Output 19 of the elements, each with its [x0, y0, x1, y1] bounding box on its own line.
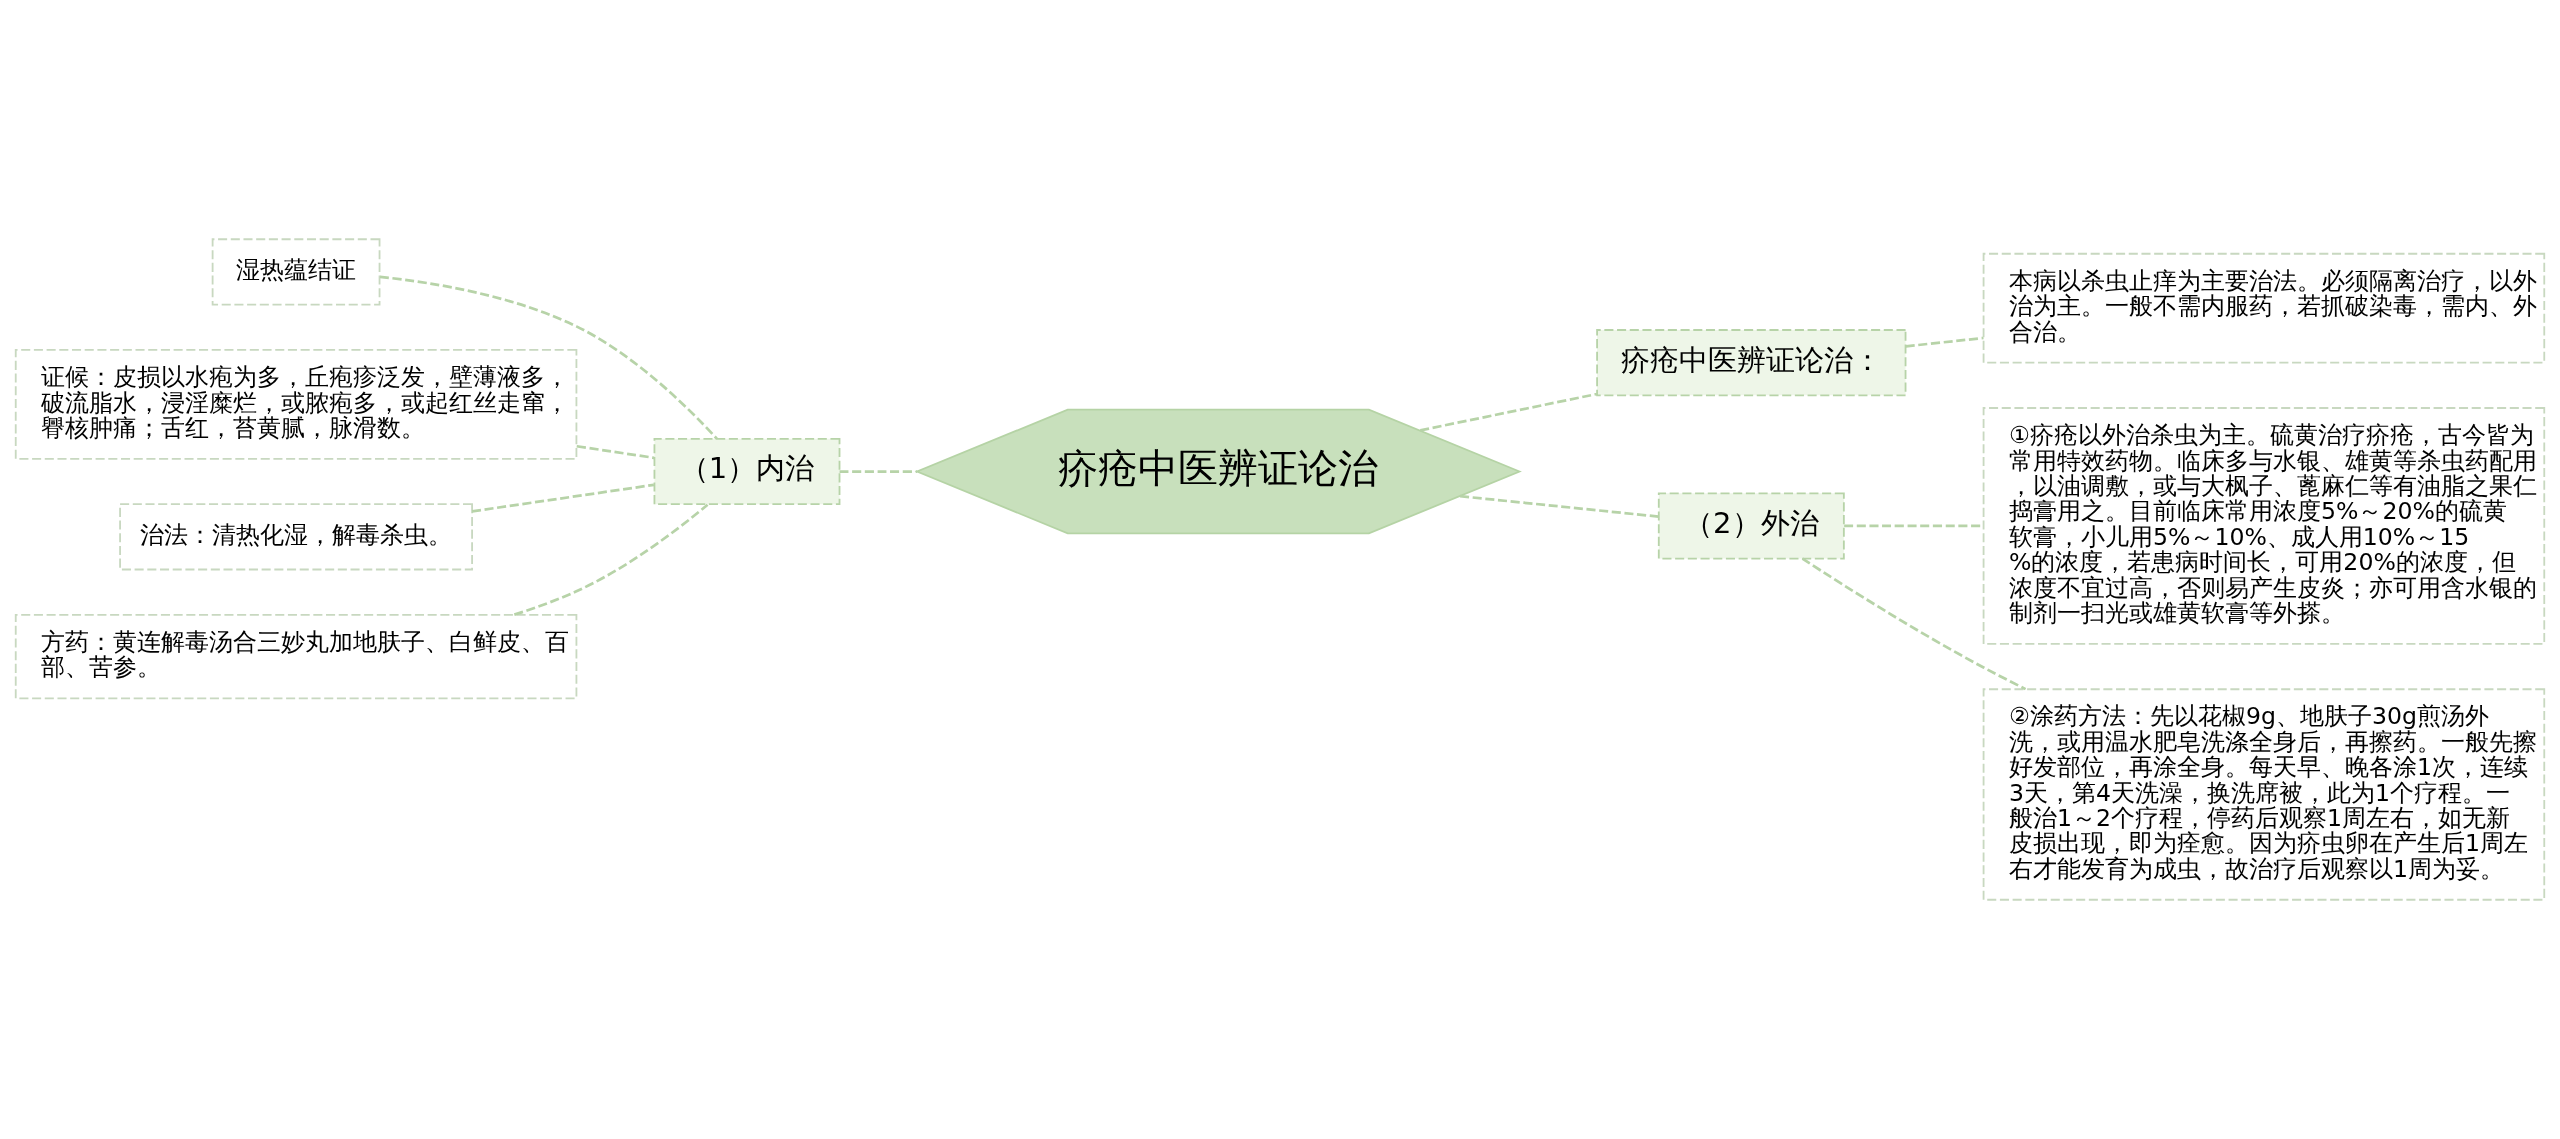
node-box: 证候：皮损以水疱为多，丘疱疹泛发，壁薄液多，破流脂水，浸淫糜烂，或脓疱多，或起红丝走窜，臖核肿痛；舌红，苔黄腻，脉滑数。 — [14, 349, 578, 460]
node-box: 湿热蕴结证 — [211, 238, 381, 306]
connector — [1905, 336, 1984, 348]
connector — [839, 470, 918, 473]
node-box: ②涂药方法：先以花椒9g、地肤子30g煎汤外洗，或用温水肥皂洗涤全身后，再擦药。一般先擦好发部位，再涂全身。每天早、晚各涂1次，连续3天，第4天洗澡，换洗席被，此为1个疗程。一般治1～2个疗程，停药后观察1周左右，如无新皮损出现，即为痊愈。因为疥虫卵在产生后1周左右才能发育为成虫，故治疗后观察以1周为妥。 — [1982, 688, 2546, 901]
connector — [513, 503, 709, 616]
node-box: 方药：黄连解毒汤合三妙丸加地肤子、白鲜皮、百部、苦参。 — [14, 613, 578, 700]
node-box: ①疥疮以外治杀虫为主。硫黄治疗疥疮，古今皆为常用特效药物。临床多与水银、雄黄等杀虫药配用，以油调敷，或与大枫子、蓖麻仁等有油脂之果仁捣膏用之。目前临床常用浓度5%～20%的硫黄软膏，小儿用5%～10%、成人用10%～15%的浓度，若患病时间长，可用20%的浓度，但浓度不宜过高，否则易产生皮炎；亦可用含水银的制剂一扫光或雄黄软膏等外搽。 — [1982, 407, 2546, 645]
node-box: 治法：清热化湿，解毒杀虫。 — [119, 503, 473, 571]
node-box: （2）外治 — [1657, 492, 1845, 560]
node-box: 本病以杀虫止痒为主要治法。必须隔离治疗，以外治为主。一般不需内服药，若抓破染毒，需内、外合治。 — [1982, 252, 2546, 364]
connector — [576, 444, 655, 460]
node-box: 疥疮中医辨证论治： — [1596, 329, 1907, 397]
connector — [1459, 494, 1659, 518]
connector — [379, 275, 718, 440]
connector — [1801, 557, 2027, 691]
connector — [471, 483, 655, 513]
node-box: （1）内治 — [653, 437, 841, 506]
connector — [1420, 392, 1598, 432]
